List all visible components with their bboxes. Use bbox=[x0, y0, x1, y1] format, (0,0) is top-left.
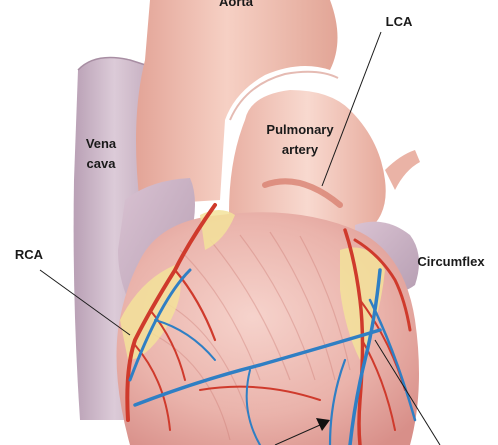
pulmonary-artery bbox=[229, 90, 420, 240]
label-pulmonary: Pulmonary bbox=[266, 122, 334, 137]
label-artery: artery bbox=[282, 142, 319, 157]
lca-leader bbox=[321, 31, 382, 187]
leader-lines bbox=[39, 31, 441, 445]
circumflex-vessel bbox=[353, 238, 412, 332]
bottom-arrow-leader bbox=[274, 424, 321, 445]
label-aorta: Aorta bbox=[219, 0, 254, 9]
aorta bbox=[136, 0, 339, 205]
rca-leader bbox=[39, 269, 131, 336]
label-circumflex: Circumflex bbox=[417, 254, 485, 269]
coronary-veins bbox=[128, 268, 417, 445]
label-cava: cava bbox=[87, 156, 117, 171]
label-vena: Vena bbox=[86, 136, 117, 151]
bottom-right-leader bbox=[374, 339, 441, 445]
label-rca: RCA bbox=[15, 247, 44, 262]
labels: Aorta LCA Pulmonary artery Vena cava RCA… bbox=[15, 0, 485, 269]
label-lca: LCA bbox=[386, 14, 413, 29]
arrow-head bbox=[316, 418, 330, 431]
